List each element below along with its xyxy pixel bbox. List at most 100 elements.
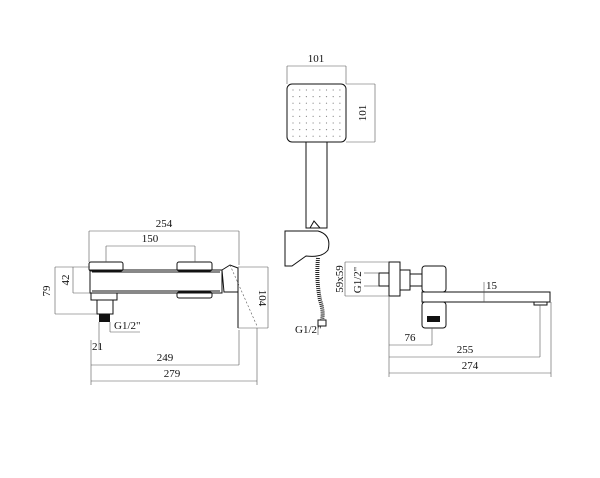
- nozzle: [299, 109, 301, 111]
- nozzle: [339, 102, 341, 104]
- diverter-body: [421, 301, 447, 329]
- dim-76: 76: [405, 332, 417, 344]
- nozzle: [332, 135, 334, 137]
- nozzle: [292, 135, 294, 137]
- shower-nozzles: (function(){var g=document.currentScript…: [292, 89, 341, 137]
- nozzle: [325, 135, 328, 137]
- nozzle: [312, 135, 314, 137]
- shower-hose: [315, 257, 325, 321]
- nozzle: [339, 89, 341, 91]
- nozzle: [325, 96, 328, 98]
- nozzle: [299, 115, 301, 117]
- nozzle: [305, 122, 307, 124]
- lever-block: [421, 265, 447, 293]
- nozzle: [332, 122, 334, 124]
- nozzle: [305, 129, 307, 131]
- inlet-connector: [96, 299, 114, 315]
- nozzle: [319, 89, 321, 91]
- nozzle: [312, 122, 314, 124]
- nozzle: [299, 102, 301, 104]
- nozzle: [339, 115, 341, 117]
- nozzle: [312, 129, 314, 131]
- dim-21: 21: [92, 341, 103, 353]
- nozzle: [319, 96, 321, 98]
- nozzle: [319, 102, 321, 104]
- mixer-front-view: 254 150 79 42 104 G1/2" 21 249 279: [41, 218, 269, 385]
- eccentric-pipe: [378, 272, 390, 287]
- nozzle: [312, 89, 314, 91]
- dim-255: 255: [457, 344, 474, 356]
- nozzle: [305, 109, 307, 111]
- spout: [421, 291, 551, 303]
- nozzle: [332, 96, 334, 98]
- lever-base: [221, 264, 239, 293]
- hose-nut: [317, 319, 327, 327]
- nozzle: [292, 129, 294, 131]
- lever-rotation-path: [229, 264, 258, 327]
- nozzle: [332, 89, 334, 91]
- dim-79: 79: [41, 285, 53, 297]
- dim-249: 249: [157, 352, 174, 364]
- nozzle: [312, 96, 314, 98]
- nozzle: [325, 115, 328, 117]
- nozzle: [299, 96, 301, 98]
- inlet-nut: [99, 314, 110, 322]
- shower-handle: [305, 141, 328, 229]
- dim-head-width: 101: [308, 53, 325, 65]
- side-thread-label: G1/2": [352, 267, 364, 294]
- nozzle: [312, 102, 314, 104]
- nozzle: [305, 102, 307, 104]
- nozzle: [332, 102, 334, 104]
- spout-aerator: [533, 301, 548, 306]
- nozzle: [292, 122, 294, 124]
- dim-274: 274: [462, 360, 479, 372]
- nozzle: [312, 109, 314, 111]
- dim-42: 42: [60, 275, 72, 286]
- hand-shower-view: (function(){var g=document.currentScript…: [284, 53, 376, 336]
- mount-bump-bottom: [176, 291, 213, 299]
- nozzle: [339, 109, 341, 111]
- nozzle: [299, 135, 301, 137]
- nozzle: [319, 135, 321, 137]
- dim-150: 150: [142, 233, 159, 245]
- nozzle: [339, 122, 341, 124]
- shower-holder: [284, 230, 330, 267]
- nozzle: [332, 115, 334, 117]
- dim-279: 279: [164, 368, 181, 380]
- diverter-outlet: [427, 316, 440, 322]
- mount-bump-right: [176, 261, 213, 272]
- dim-104: 104: [256, 290, 268, 307]
- thread-label: G1/2": [114, 320, 141, 332]
- nozzle: [339, 96, 341, 98]
- nozzle: [305, 135, 307, 137]
- nozzle: [299, 122, 301, 124]
- nozzle: [319, 122, 321, 124]
- nozzle: [292, 89, 294, 91]
- nozzle: [325, 89, 328, 91]
- dim-15: 15: [486, 280, 498, 292]
- nozzle: [339, 129, 341, 131]
- nozzle: [305, 115, 307, 117]
- nozzle: [332, 129, 334, 131]
- connector-nut: [399, 269, 411, 291]
- nozzle: [319, 109, 321, 111]
- mixer-body: [89, 269, 223, 294]
- dim-254: 254: [156, 218, 173, 230]
- nozzle: [292, 102, 294, 104]
- wall-flange: [388, 261, 401, 297]
- nozzle: [299, 89, 301, 91]
- nozzle: [292, 109, 294, 111]
- mixer-side-view: 59x59 G1/2" 15 76 255 274: [334, 261, 552, 377]
- nozzle: [312, 115, 314, 117]
- nozzle: [339, 135, 341, 137]
- nozzle: [319, 129, 321, 131]
- nozzle: [292, 96, 294, 98]
- nozzle: [325, 102, 328, 104]
- nozzle: [325, 122, 328, 124]
- nozzle: [305, 89, 307, 91]
- inlet-elbow: [90, 292, 118, 301]
- nozzle: [332, 109, 334, 111]
- dim-head-height: 101: [357, 105, 369, 122]
- dim-flange: 59x59: [334, 265, 346, 293]
